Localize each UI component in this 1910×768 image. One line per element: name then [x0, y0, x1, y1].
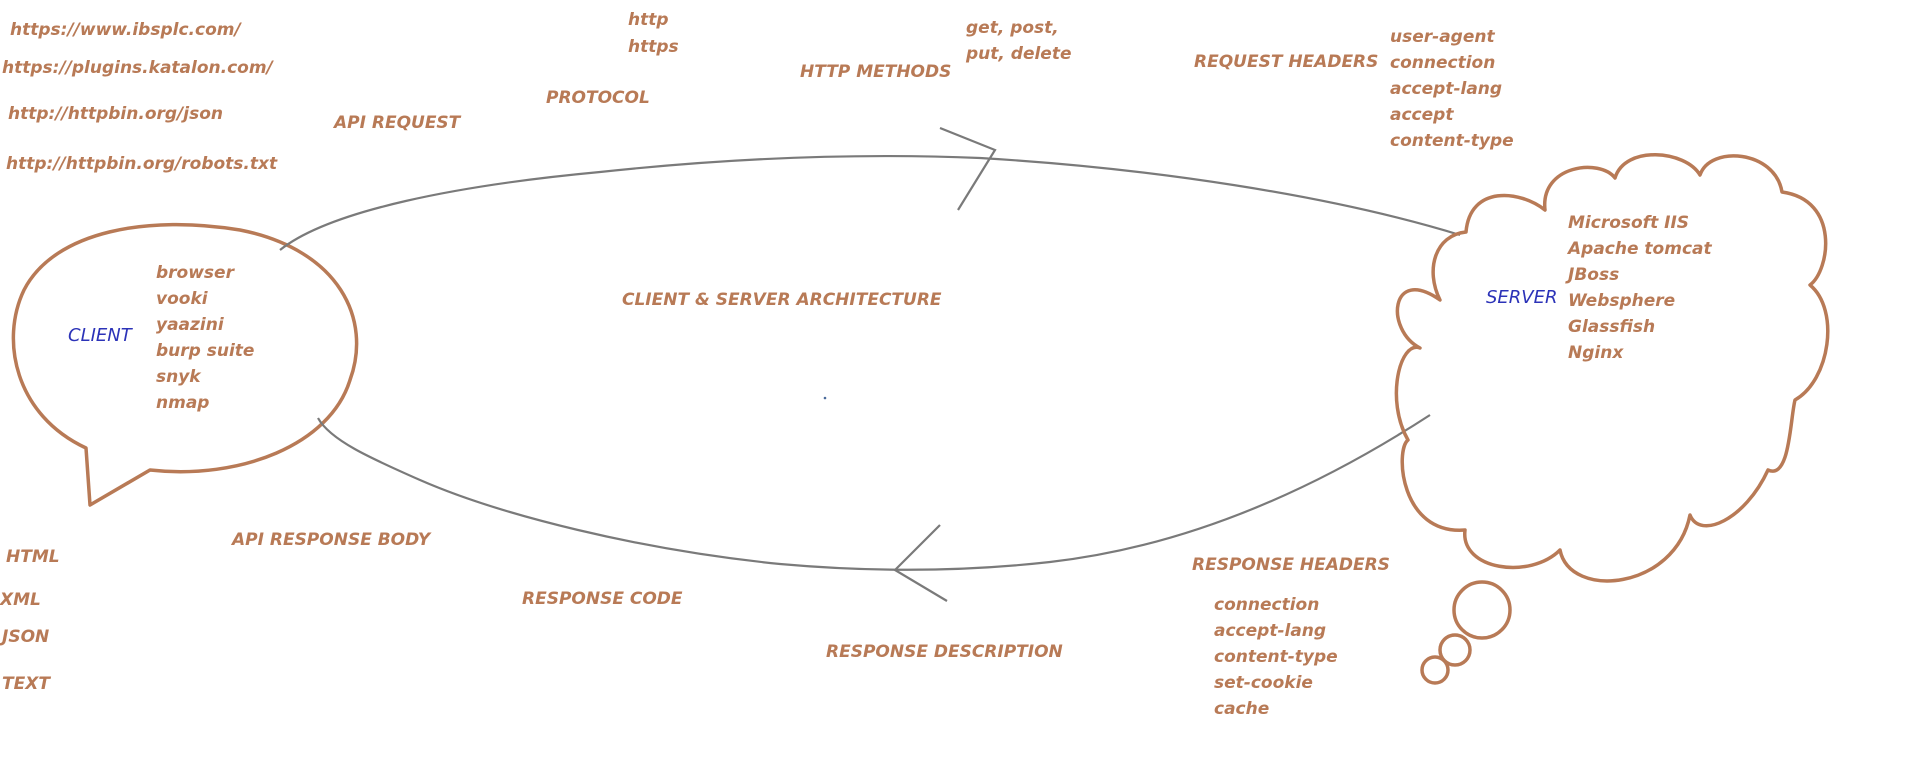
cloud-bubble-small	[1420, 655, 1450, 685]
server-label: SERVER	[1486, 287, 1558, 308]
response-header-item: set-cookie	[1214, 673, 1313, 693]
client-tool-item: yaazini	[156, 315, 224, 335]
server-item: Nginx	[1568, 343, 1624, 363]
http-methods-line-1: get, post,	[966, 18, 1059, 38]
request-header-item: accept-lang	[1390, 79, 1503, 99]
request-headers-label: REQUEST HEADERS	[1194, 52, 1379, 72]
request-arrow-head	[939, 126, 997, 211]
url-httpbin-robots: http://httpbin.org/robots.txt	[6, 154, 278, 174]
cloud-bubble-medium	[1438, 633, 1472, 667]
client-speech-bubble	[11, 222, 359, 507]
request-headers-list: user-agent connection accept-lang accept…	[1390, 24, 1514, 154]
server-list: Microsoft IIS Apache tomcat JBoss Websph…	[1568, 210, 1712, 366]
client-tool-item: snyk	[156, 367, 201, 387]
request-header-item: connection	[1390, 53, 1496, 73]
server-item: Websphere	[1568, 291, 1676, 311]
request-header-item: user-agent	[1390, 27, 1495, 47]
api-response-body-label: API RESPONSE BODY	[232, 530, 431, 550]
client-label: CLIENT	[68, 325, 132, 346]
protocol-https: https	[628, 37, 679, 57]
response-arc	[317, 414, 1431, 571]
diagram-title: CLIENT & SERVER ARCHITECTURE	[622, 290, 942, 310]
response-arrow-head	[893, 524, 948, 602]
client-tool-item: vooki	[156, 289, 208, 309]
client-tool-item: nmap	[156, 393, 210, 413]
format-text: TEXT	[2, 674, 50, 694]
response-code-label: RESPONSE CODE	[522, 589, 683, 609]
request-header-item: content-type	[1390, 131, 1514, 151]
url-ibsplc: https://www.ibsplc.com/	[10, 20, 241, 40]
response-header-item: content-type	[1214, 647, 1338, 667]
api-request-label: API REQUEST	[334, 113, 461, 133]
http-methods-line-2: put, delete	[966, 44, 1072, 64]
client-tool-item: burp suite	[156, 341, 255, 361]
format-xml: XML	[0, 590, 41, 610]
http-methods-label: HTTP METHODS	[800, 62, 952, 82]
response-headers-list: connection accept-lang content-type set-…	[1214, 592, 1338, 722]
request-arc	[279, 155, 1461, 251]
cloud-bubble-large	[1452, 580, 1512, 640]
server-item: Apache tomcat	[1568, 239, 1712, 259]
protocol-http: http	[628, 10, 669, 30]
server-cloud	[1394, 153, 1830, 583]
server-item: Microsoft IIS	[1568, 213, 1690, 233]
url-httpbin-json: http://httpbin.org/json	[8, 104, 223, 124]
center-dot	[823, 396, 827, 400]
url-katalon: https://plugins.katalon.com/	[2, 58, 273, 78]
protocol-label: PROTOCOL	[546, 88, 650, 108]
response-description-label: RESPONSE DESCRIPTION	[826, 642, 1063, 662]
format-html: HTML	[6, 547, 60, 567]
request-header-item: accept	[1390, 105, 1454, 125]
server-item: JBoss	[1568, 265, 1620, 285]
format-json: JSON	[2, 627, 50, 647]
response-headers-label: RESPONSE HEADERS	[1192, 555, 1390, 575]
response-header-item: connection	[1214, 595, 1320, 615]
client-tools-list: browser vooki yaazini burp suite snyk nm…	[156, 260, 254, 416]
client-tool-item: browser	[156, 263, 234, 283]
response-header-item: accept-lang	[1214, 621, 1327, 641]
response-header-item: cache	[1214, 699, 1270, 719]
server-item: Glassfish	[1568, 317, 1656, 337]
